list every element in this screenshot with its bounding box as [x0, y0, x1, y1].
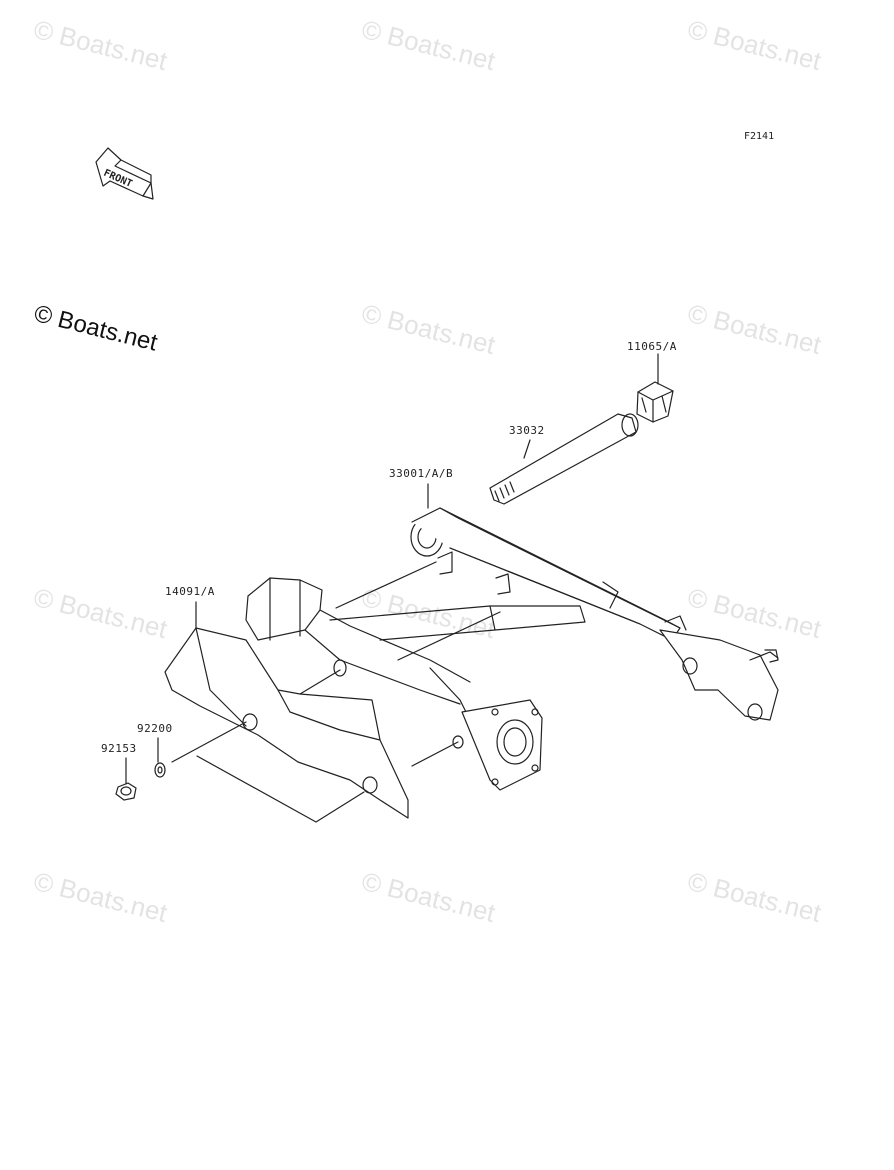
pivot-shaft-part — [489, 413, 639, 505]
cover-part — [164, 627, 409, 819]
part-number-label: 33032 — [509, 424, 545, 437]
part-number-label: 14091/A — [165, 585, 215, 598]
swingarm-part — [329, 507, 779, 721]
part-number-label: 11065/A — [627, 340, 677, 353]
drive-housing-part — [245, 577, 543, 791]
part-number-label: 33001/A/B — [389, 467, 454, 480]
front-direction-arrow-icon: FRONT — [95, 147, 154, 200]
part-number-label: 92153 — [101, 742, 137, 755]
bolt-part — [115, 782, 137, 801]
collar-part — [636, 381, 674, 423]
washer-part — [154, 762, 166, 778]
part-number-label: 92200 — [137, 722, 173, 735]
figure-code: F2141 — [744, 131, 775, 142]
